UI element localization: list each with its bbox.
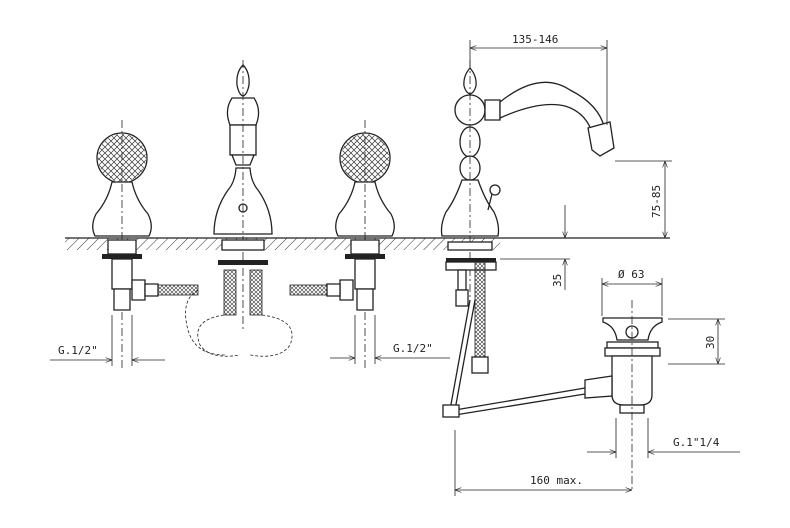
dimension-waste-diameter: Ø 63	[601, 268, 663, 316]
bidet-spout	[440, 60, 615, 374]
dimension-spout-reach: 135-146	[469, 33, 608, 125]
spout-reach-label: 135-146	[512, 33, 558, 46]
left-valve	[92, 120, 226, 370]
waste-thread-label: G.1"1/4	[673, 436, 720, 449]
dimension-inlet-left: G.1/2"	[50, 315, 165, 366]
rod-length-label: 160 max.	[530, 474, 583, 487]
spout-height-label: 75-85	[650, 185, 663, 218]
right-valve	[289, 120, 395, 370]
dimension-waste-height: 30	[668, 318, 725, 365]
inlet-right-label: G.1/2"	[393, 342, 433, 355]
control-lever-body	[197, 60, 293, 357]
waste-height-label: 30	[704, 336, 717, 349]
dimension-waste-thread: G.1"1/4	[587, 418, 740, 458]
pop-up-waste	[442, 299, 663, 490]
waste-diameter-label: Ø 63	[618, 268, 645, 281]
dimension-spout-height: 75-85	[615, 160, 672, 238]
dimension-rod-length: 160 max.	[454, 430, 632, 496]
dimension-inlet-right: G.1/2"	[330, 315, 450, 364]
deck-thickness-label: 35	[551, 274, 564, 287]
deck-surface	[65, 237, 670, 250]
inlet-left-label: G.1/2"	[58, 344, 98, 357]
dimension-deck-thickness: 35	[500, 205, 570, 290]
